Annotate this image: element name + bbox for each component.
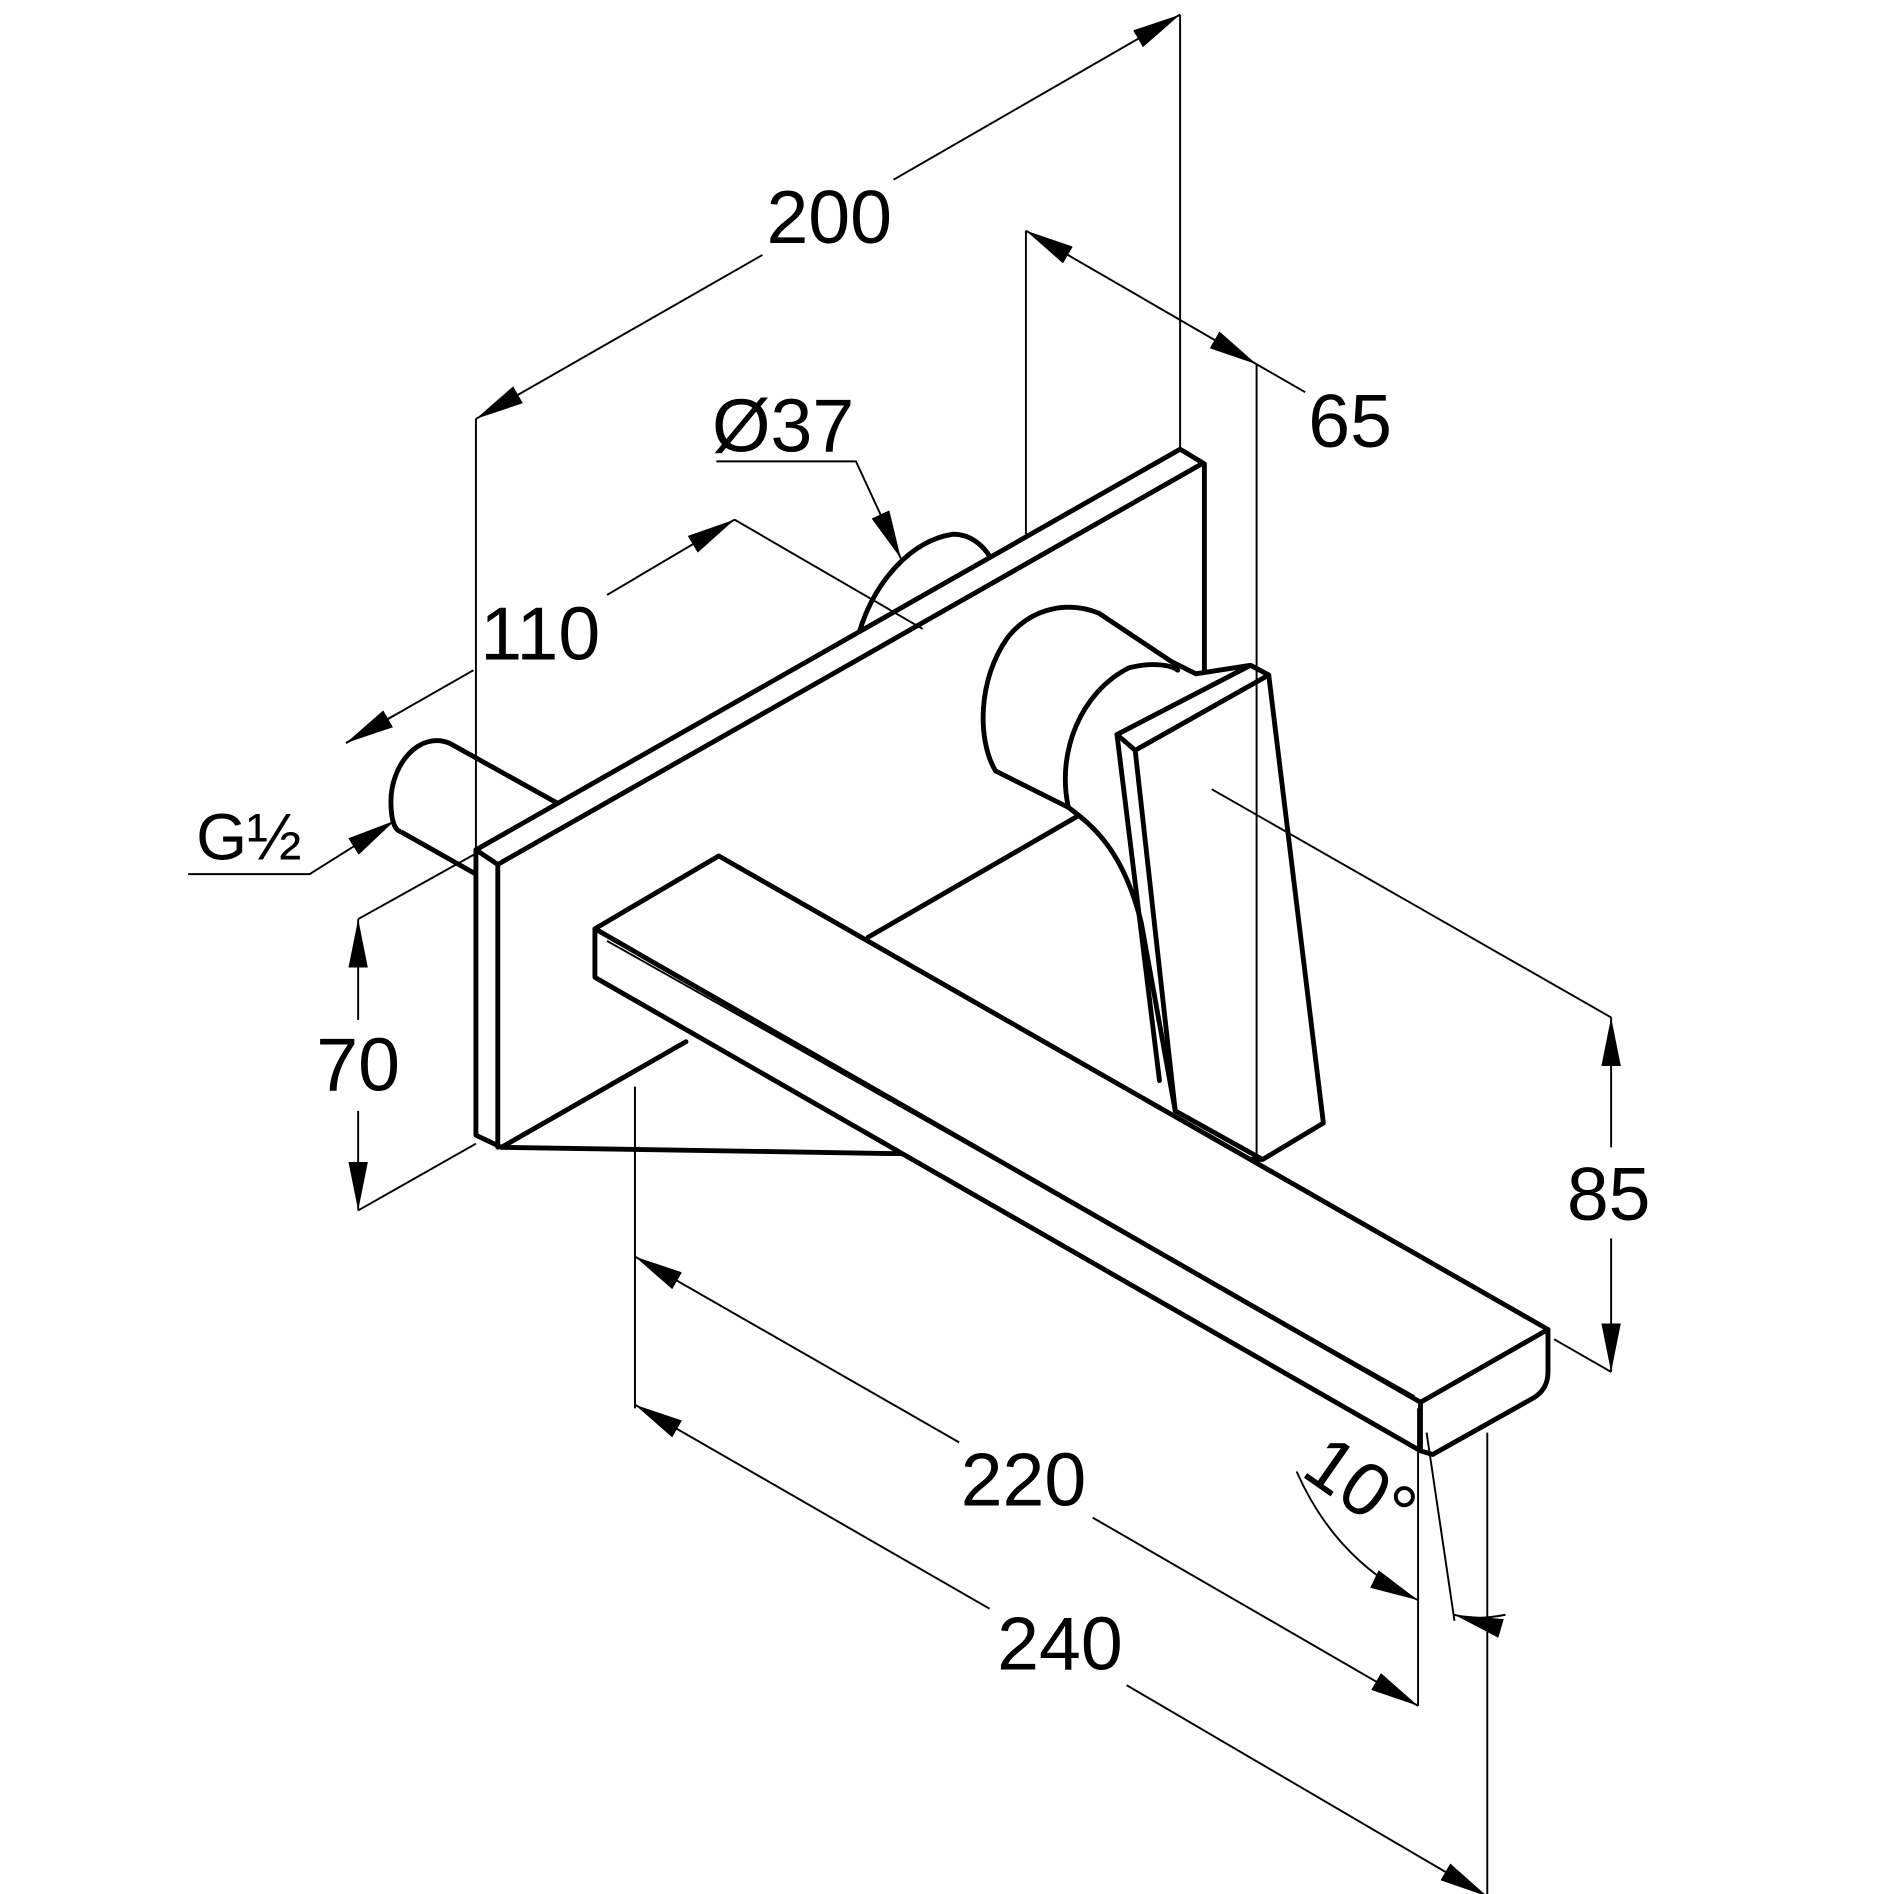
dimension-70: 70 bbox=[316, 852, 477, 1212]
dimension-240: 240 bbox=[634, 1403, 1489, 1894]
dimension-label: 240 bbox=[997, 1601, 1123, 1685]
dimension-label: 85 bbox=[1567, 1152, 1651, 1236]
dimension-label: 65 bbox=[1308, 379, 1392, 463]
dimension-85: 85 bbox=[1211, 788, 1651, 1373]
inlet-connection bbox=[388, 738, 561, 877]
rosette bbox=[857, 531, 992, 633]
dimension-label: 220 bbox=[961, 1437, 1087, 1521]
dimension-220: 220 bbox=[634, 1086, 1420, 1707]
dimension-110: 110 bbox=[345, 518, 924, 744]
spout bbox=[498, 853, 1551, 1457]
dimension-label: Ø37 bbox=[712, 384, 854, 468]
dimension-65: 65 bbox=[1024, 229, 1392, 1160]
thread-label: G½ bbox=[188, 801, 396, 876]
dimension-label: 110 bbox=[480, 591, 600, 675]
dimension-label: 200 bbox=[766, 175, 892, 259]
dimension-label: 70 bbox=[316, 1022, 400, 1106]
dimension-diameter-37: Ø37 bbox=[712, 384, 902, 559]
dimension-angle-10: 10° bbox=[1290, 1419, 1506, 1638]
mixer-handle bbox=[865, 604, 1326, 1162]
dimension-label: G½ bbox=[196, 801, 302, 874]
